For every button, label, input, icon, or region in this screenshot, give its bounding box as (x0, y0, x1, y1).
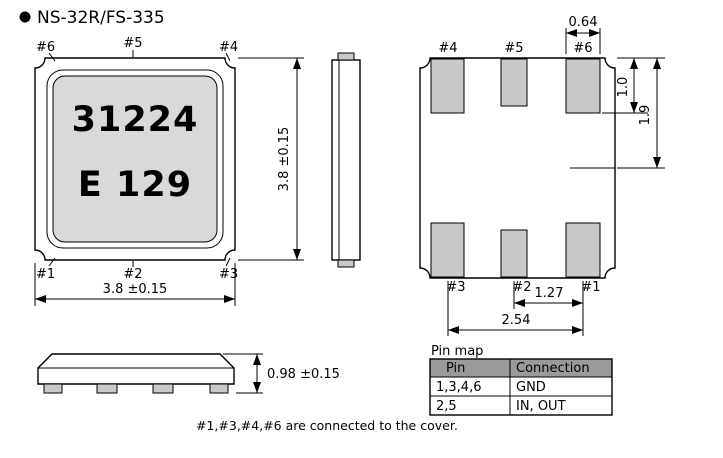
dim-span: 2.54 (447, 281, 583, 336)
pad-5 (500, 58, 528, 107)
pin-label-5: #5 (123, 36, 142, 51)
cover-top (52, 75, 218, 243)
castellation-tab (337, 259, 355, 268)
side-view (331, 52, 361, 268)
pin-label-4: #4 (219, 40, 238, 55)
dim-center-offset: 1.9 (617, 58, 665, 169)
leader-line (48, 257, 56, 267)
footnote: #1,#3,#4,#6 are connected to the cover. (196, 418, 458, 433)
dim-pad-width: 0.64 (565, 15, 601, 54)
dim-body-width: 3.8 ±0.15 (34, 263, 236, 306)
pad-label-6: #6 (573, 41, 592, 56)
cover-edge-outline (46, 69, 224, 249)
pin-label-1: #1 (36, 267, 55, 282)
pad-label-5: #5 (504, 41, 523, 56)
profile-outline (37, 353, 235, 385)
pin-map-caption: Pin map (431, 344, 483, 359)
table-cell-connection-row2: IN, OUT (516, 399, 566, 414)
bottom-view: #4 #5 #6 #3 #2 #1 (419, 41, 616, 295)
pad-3 (430, 222, 465, 278)
pin-label-3: #3 (219, 267, 238, 282)
bullet-icon (19, 11, 31, 23)
front-view: 0.98 ±0.15 (37, 353, 340, 394)
table-cell-pin-row1: 1,3,4,6 (436, 380, 481, 395)
dim-pitch: 1.27 (513, 281, 584, 336)
top-view: 31224 E 129 #6 #5 #4 #1 #2 #3 (34, 36, 238, 282)
profile-pad (209, 383, 229, 394)
pad-label-1: #1 (581, 280, 600, 295)
leader-line (225, 52, 231, 62)
table-cell-connection-row1: GND (516, 380, 546, 395)
leader-line (225, 257, 231, 267)
table-header-connection: Connection (516, 361, 590, 376)
page-title: NS-32R/FS-335 (37, 8, 165, 28)
castellation-tab (337, 52, 355, 61)
dim-span-label: 2.54 (502, 313, 531, 328)
table-header-pin: Pin (446, 361, 465, 376)
pad-1 (565, 222, 601, 278)
pin-label-2: #2 (123, 267, 142, 282)
pin-map: Pin map Pin Connection 1,3,4,6 GND 2,5 I… (429, 344, 613, 416)
profile-pad (152, 383, 174, 394)
dim-pad-length-label: 1.0 (616, 77, 631, 98)
leader-line (48, 52, 56, 62)
pad-6 (565, 58, 601, 114)
table-cell-pin-row2: 2,5 (436, 399, 457, 414)
profile-pad (96, 383, 118, 394)
profile-pad (43, 383, 63, 394)
pin-label-6: #6 (36, 40, 55, 55)
dim-pad-width-label: 0.64 (569, 15, 598, 30)
side-body (331, 59, 361, 261)
marking-line1: 31224 (72, 100, 199, 140)
marking-line2: E 129 (78, 165, 192, 205)
pad-2 (500, 229, 528, 278)
pad-4 (430, 58, 465, 114)
table-border (429, 358, 613, 416)
dim-center-offset-label: 1.9 (638, 105, 653, 126)
pad-label-3: #3 (446, 280, 465, 295)
pad-label-2: #2 (512, 280, 531, 295)
dim-body-height: 3.8 ±0.15 (238, 57, 304, 261)
dim-pitch-label: 1.27 (535, 286, 564, 301)
dim-height-label: 3.8 ±0.15 (277, 127, 292, 192)
title-block: NS-32R/FS-335 (19, 8, 165, 28)
dim-thickness-label: 0.98 ±0.15 (267, 367, 340, 382)
pad-label-4: #4 (438, 41, 457, 56)
dim-width-label: 3.8 ±0.15 (103, 282, 168, 297)
